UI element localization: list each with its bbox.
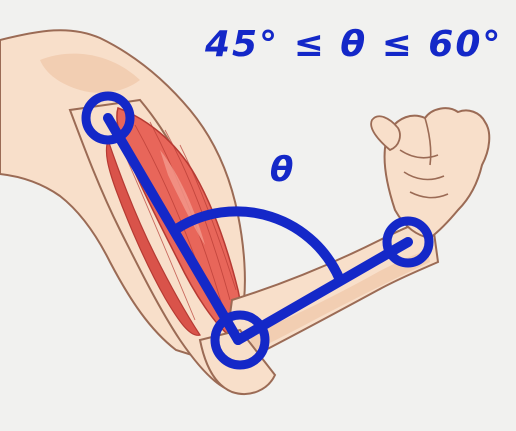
angle-constraint-label: 45° ≤ θ ≤ 60°: [204, 24, 502, 65]
theta-label: θ: [270, 150, 293, 190]
angle-arc: [173, 206, 345, 285]
forearm-line: [233, 237, 413, 345]
shoulder-shading: [40, 53, 140, 93]
upper-arm-line: [103, 113, 243, 345]
thumb: [370, 115, 401, 152]
forearm-shading: [250, 250, 430, 352]
wrist-joint-circle: [382, 216, 434, 268]
angle-annotation: [81, 91, 434, 370]
elbow-joint-circle: [210, 310, 270, 370]
biceps-muscle-inner: [105, 138, 201, 336]
shoulder-joint-circle: [81, 91, 135, 145]
finger-lines: [399, 117, 449, 199]
